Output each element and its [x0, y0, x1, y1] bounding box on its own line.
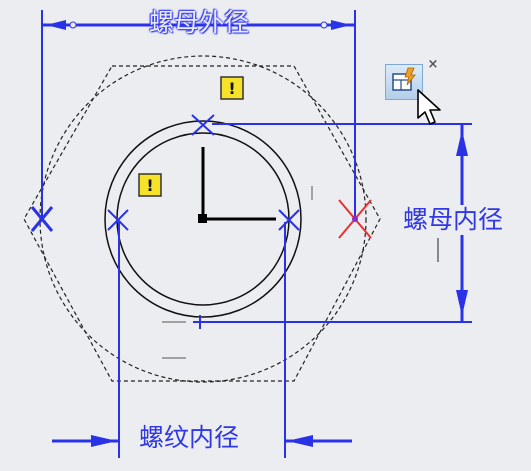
quick-dimension-button[interactable]	[385, 64, 423, 100]
thread-inner-diameter-label[interactable]: 螺纹内径	[137, 423, 242, 453]
warning-badge-top[interactable]: !	[220, 76, 244, 100]
nut-inner-circle[interactable]	[104, 120, 302, 318]
dimension-nut-outer[interactable]	[41, 10, 356, 220]
dimension-thread-inner[interactable]	[52, 222, 352, 458]
cross-marker-left[interactable]	[30, 206, 54, 232]
cross-marker-selected-right[interactable]	[338, 199, 372, 239]
nut-outer-diameter-label[interactable]: 螺母外径	[149, 8, 250, 37]
cross-marker-inner-left[interactable]	[107, 209, 129, 231]
toolbar-close-icon[interactable]: ×	[427, 57, 439, 72]
nut-hexagon[interactable]	[23, 65, 381, 382]
warning-badge-left-glyph: !	[146, 176, 153, 195]
dimension-nut-inner[interactable]	[200, 123, 472, 323]
cross-marker-top[interactable]	[191, 114, 215, 136]
cross-marker-bottom[interactable]	[193, 315, 207, 329]
mouse-cursor-icon	[417, 89, 441, 125]
warning-badge-top-glyph: !	[228, 79, 235, 98]
nut-outer-circle[interactable]	[39, 55, 367, 383]
warning-badge-left[interactable]: !	[138, 173, 162, 197]
cross-marker-inner-right[interactable]	[278, 209, 300, 231]
dimension-tool-icon	[392, 67, 416, 91]
origin-point[interactable]	[198, 214, 207, 223]
nut-inner-diameter-label[interactable]: 螺母内径	[401, 205, 506, 235]
